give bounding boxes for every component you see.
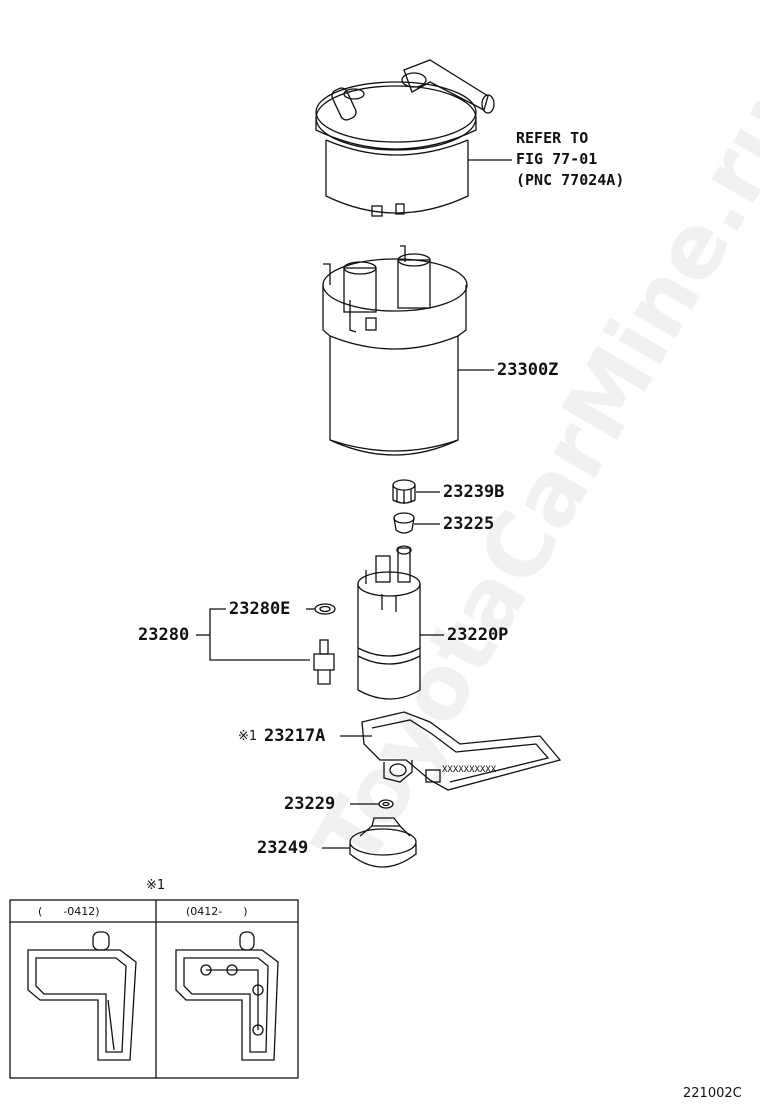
cushion-23239b [392, 479, 416, 504]
part-label-23220p[interactable]: 23220P [447, 625, 509, 645]
svg-text:XXXXXXXXXX: XXXXXXXXXX [442, 765, 497, 775]
part-label-23217a[interactable]: 23217A [264, 726, 326, 746]
inset-box [9, 899, 299, 1079]
fuel-filter [322, 245, 468, 456]
inset-col-right: (0412- ) [186, 905, 248, 918]
refer-note-line1: REFER TO [516, 129, 589, 147]
figure-id: 221002C [683, 1086, 742, 1101]
part-label-23300z[interactable]: 23300Z [497, 360, 559, 380]
part-label-23229[interactable]: 23229 [284, 794, 336, 814]
refer-note-line3: (PNC 77024A) [516, 171, 625, 189]
terminal-23280 [313, 639, 335, 685]
part-label-23280e[interactable]: 23280E [229, 599, 291, 619]
pump-bracket: XXXXXXXXXX [361, 711, 562, 791]
inset-mark: ※1 [146, 878, 166, 893]
part-label-23249[interactable]: 23249 [257, 838, 309, 858]
part-label-23239b[interactable]: 23239B [443, 482, 505, 502]
refer-note-line2: FIG 77-01 [516, 150, 598, 168]
part-label-23280[interactable]: 23280 [138, 625, 190, 645]
pump-cover-lid [315, 59, 495, 217]
part-label-23225[interactable]: 23225 [443, 514, 495, 534]
nut-23229 [378, 799, 394, 809]
cushion-23249 [349, 817, 417, 868]
fuel-pump [357, 545, 421, 700]
part-mark-23217a: ※1 [238, 729, 258, 744]
inset-col-left: ( -0412) [38, 905, 100, 918]
filter-23225 [393, 512, 415, 534]
gasket-23280e [314, 603, 336, 615]
